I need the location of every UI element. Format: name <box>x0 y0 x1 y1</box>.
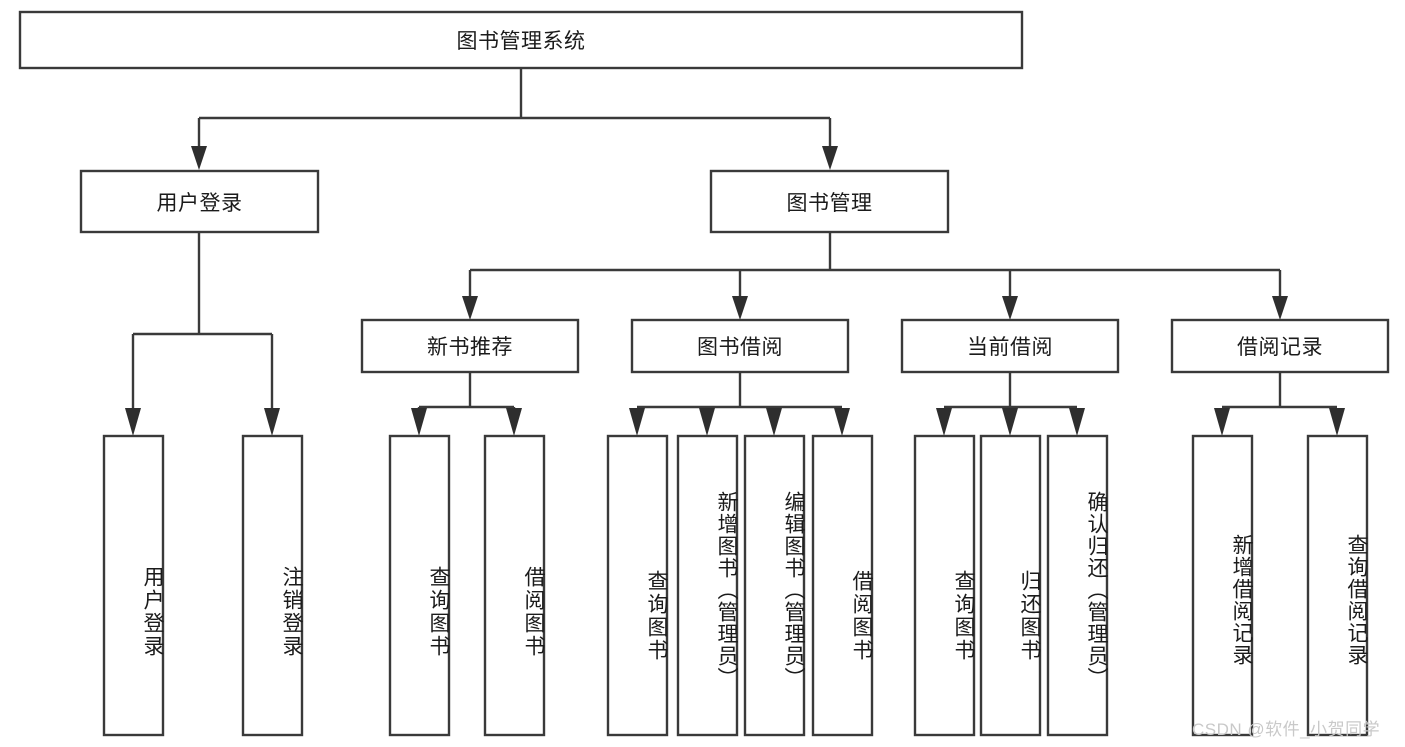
arrowhead-level2-3 <box>1272 296 1288 320</box>
arrowhead-book-mgmt <box>822 146 838 170</box>
arrowhead-level2-1 <box>732 296 748 320</box>
node-leaf-bookborrow-3-box[interactable] <box>811 434 874 737</box>
node-leaf-user-login-1-box[interactable] <box>241 434 304 737</box>
arrowhead-leaf-newbook-0 <box>411 408 427 436</box>
node-book-management-box[interactable] <box>709 169 950 234</box>
node-new-book-recommend-box[interactable] <box>360 318 580 374</box>
node-leaf-bookborrow-2-box[interactable] <box>743 434 806 737</box>
arrowhead-leaf-borrowrecord-0 <box>1214 408 1230 436</box>
arrowhead-leaf-newbook-1 <box>506 408 522 436</box>
arrowhead-leaf-currentborrow-1 <box>1002 408 1018 436</box>
node-leaf-bookborrow-0-box[interactable] <box>606 434 669 737</box>
node-leaf-currentborrow-2-box[interactable] <box>1046 434 1109 737</box>
arrowhead-leaf-user-login-1 <box>264 408 280 436</box>
arrowhead-leaf-bookborrow-3 <box>834 408 850 436</box>
arrowhead-leaf-bookborrow-1 <box>699 408 715 436</box>
arrowhead-level2-2 <box>1002 296 1018 320</box>
node-leaf-newbook-1-box[interactable] <box>483 434 546 737</box>
node-leaf-currentborrow-0-box[interactable] <box>913 434 976 737</box>
node-leaf-user-login-0-box[interactable] <box>102 434 165 737</box>
arrowhead-leaf-currentborrow-0 <box>936 408 952 436</box>
arrowhead-user-login <box>191 146 207 170</box>
node-leaf-currentborrow-1-box[interactable] <box>979 434 1042 737</box>
node-user-login-box[interactable] <box>79 169 320 234</box>
node-leaf-bookborrow-1-box[interactable] <box>676 434 739 737</box>
node-leaf-borrowrecord-0-box[interactable] <box>1191 434 1254 737</box>
arrowhead-leaf-bookborrow-2 <box>766 408 782 436</box>
node-current-borrow-box[interactable] <box>900 318 1120 374</box>
arrowhead-level2-0 <box>462 296 478 320</box>
node-book-borrow-box[interactable] <box>630 318 850 374</box>
arrowhead-leaf-borrowrecord-1 <box>1329 408 1345 436</box>
arrowhead-leaf-currentborrow-2 <box>1069 408 1085 436</box>
node-root-box[interactable] <box>18 10 1024 70</box>
arrowhead-leaf-user-login-0 <box>125 408 141 436</box>
node-leaf-borrowrecord-1-box[interactable] <box>1306 434 1369 737</box>
arrowhead-leaf-bookborrow-0 <box>629 408 645 436</box>
node-leaf-newbook-0-box[interactable] <box>388 434 451 737</box>
node-borrow-record-box[interactable] <box>1170 318 1390 374</box>
